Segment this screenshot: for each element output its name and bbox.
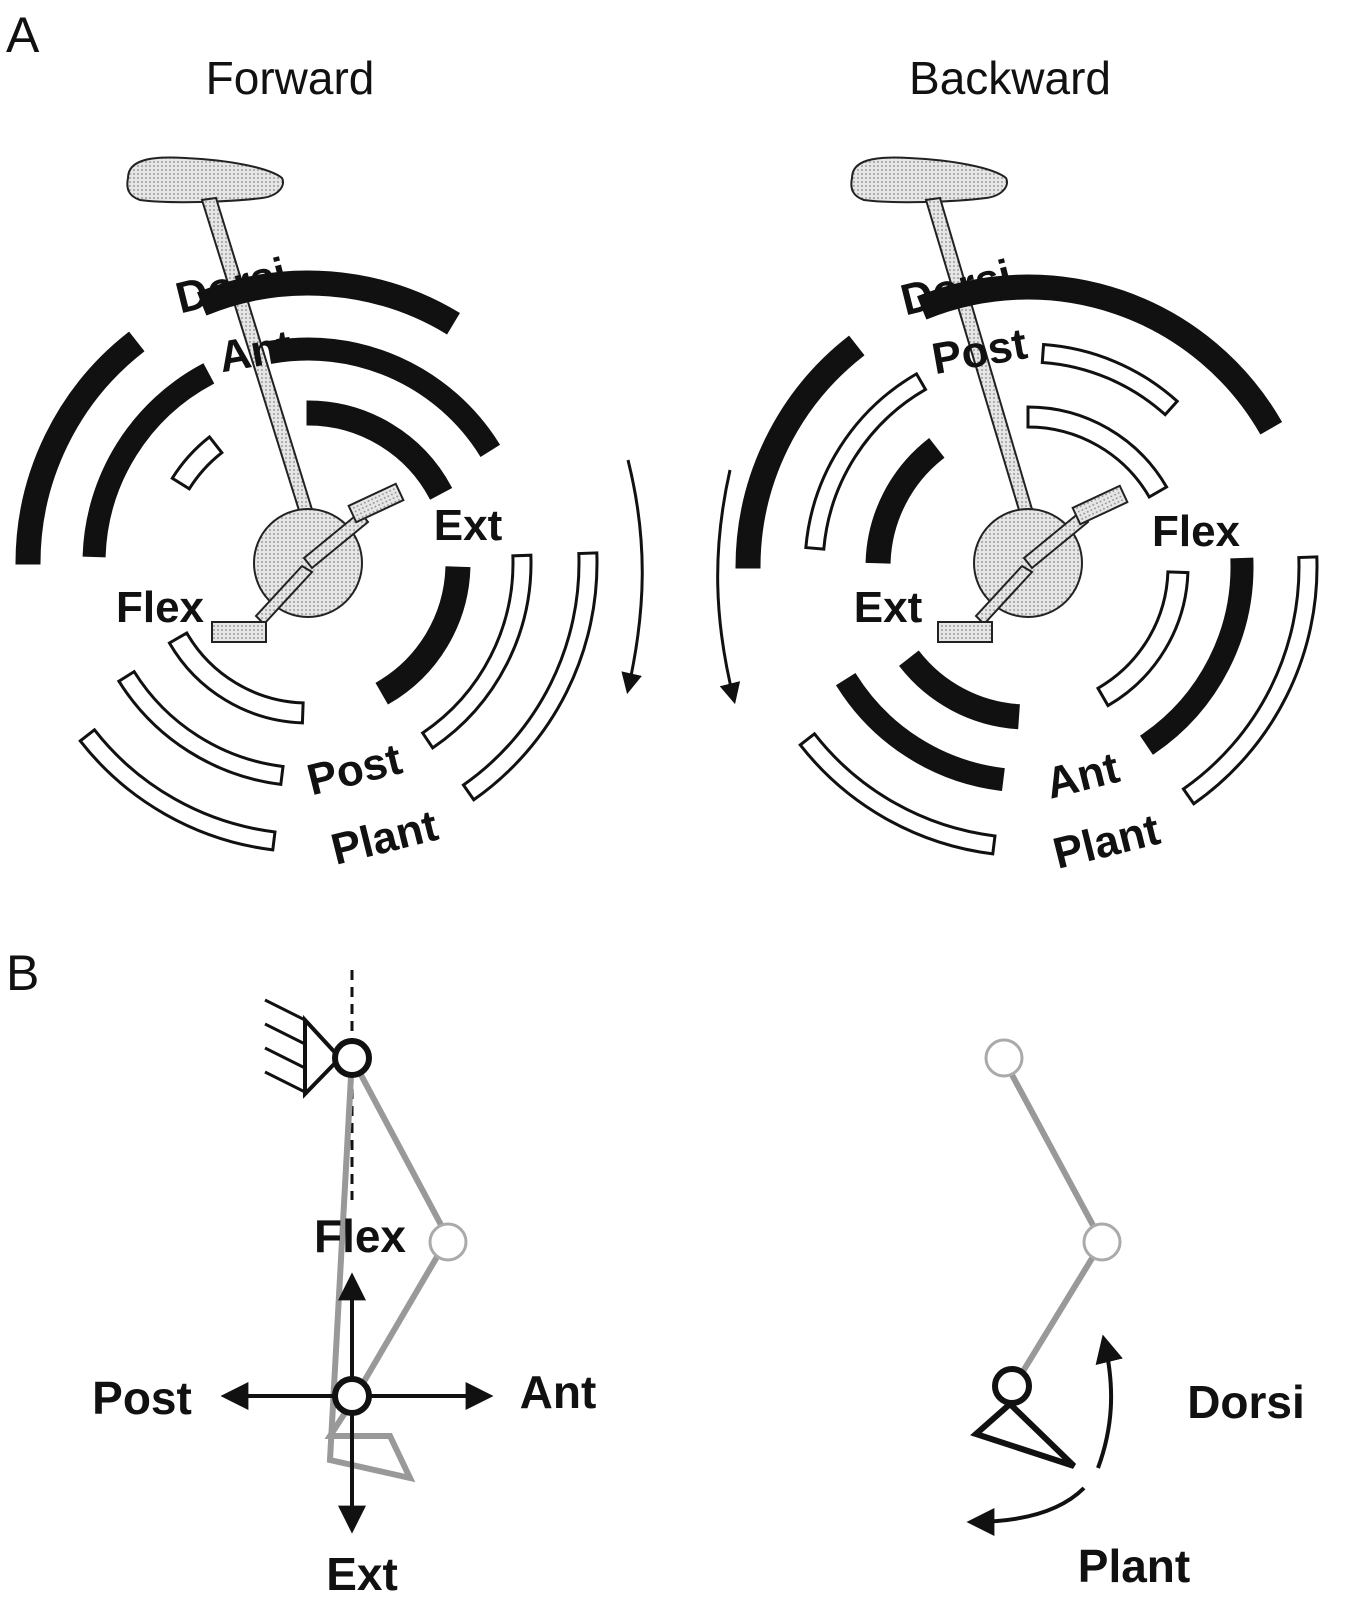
- hip-diagram: Flex Ext Post Ant: [92, 970, 596, 1600]
- backward-label-post: Post: [928, 319, 1031, 384]
- forward-band-post-right: [420, 553, 533, 750]
- ankle-knee-joint: [1082, 1222, 1122, 1262]
- backward-label-ant: Ant: [1041, 743, 1124, 808]
- hip-knee-joint: [428, 1222, 468, 1262]
- forward-label-ext: Ext: [434, 501, 503, 550]
- forward-band-plant-bottom: [78, 727, 277, 852]
- forward-band-post-bottom: [116, 669, 285, 787]
- forward-title: Forward: [206, 52, 375, 104]
- backward-band-plant-bottom: [798, 731, 997, 856]
- forward-pedal-front: [347, 482, 405, 524]
- forward-label-plant: Plant: [326, 801, 443, 875]
- forward-band-dorsi: [197, 270, 460, 335]
- backward-pedal-front: [1071, 484, 1129, 526]
- forward-band-dorsi-left: [15, 331, 145, 565]
- hip-joint: [332, 1038, 372, 1078]
- backward-label-plant: Plant: [1048, 805, 1165, 879]
- backward-band-dorsi: [917, 274, 1283, 435]
- backward-band-ext-bottom: [899, 650, 1020, 730]
- forward-band-plant-right: [461, 551, 599, 802]
- forward-label-flex: Flex: [116, 583, 205, 632]
- backward-seat: [850, 156, 1008, 204]
- hip-label-post: Post: [92, 1372, 192, 1424]
- backward-band-post-top: [1040, 342, 1180, 417]
- forward-label-post: Post: [302, 735, 407, 806]
- forward-label-dorsi: Dorsi: [171, 249, 292, 324]
- arrow-plant: [966, 1486, 1086, 1536]
- panel-a-letter: A: [6, 7, 40, 63]
- ankle-leg-shadow: [1001, 1058, 1106, 1388]
- backward-label-dorsi: Dorsi: [896, 251, 1017, 326]
- hip-label-flex: Flex: [314, 1210, 406, 1262]
- backward-diagram: Backward Dorsi Post Flex Ext Ant Plant: [716, 52, 1319, 879]
- arrow-dorsi: [1095, 1334, 1123, 1469]
- ankle-joint: [992, 1366, 1032, 1406]
- ankle-hip-joint: [984, 1038, 1024, 1078]
- forward-label-ant: Ant: [215, 321, 296, 382]
- ankle-label-dorsi: Dorsi: [1187, 1376, 1305, 1428]
- backward-title: Backward: [909, 52, 1111, 104]
- backward-band-ext-left: [865, 438, 945, 564]
- forward-band-flex-bottom: [167, 630, 305, 725]
- hip-mount-icon: [264, 998, 343, 1099]
- foot-triangle-icon: [970, 1399, 1077, 1469]
- foot-joint: [332, 1376, 372, 1416]
- backward-label-flex: Flex: [1152, 507, 1241, 556]
- backward-rotation-arrow: [716, 469, 741, 705]
- backward-band-plant-right: [1181, 555, 1319, 806]
- forward-band-ant: [267, 337, 501, 457]
- backward-band-flex-top: [1026, 405, 1169, 500]
- backward-band-dorsi-left: [735, 335, 865, 569]
- backward-band-ant-right: [1139, 557, 1254, 755]
- backward-band-flex-right: [1095, 570, 1190, 708]
- forward-pedal-rear: [211, 621, 267, 643]
- backward-pedal-rear: [937, 621, 993, 643]
- forward-band-ext-right: [375, 566, 471, 705]
- forward-diagram: Forward Dorsi Ant Ext Flex Post: [15, 52, 644, 875]
- forward-rotation-arrow: [621, 459, 644, 695]
- panel-b-letter: B: [6, 945, 39, 1001]
- hip-leg-shadow: [324, 1047, 452, 1483]
- forward-band-ant-left: [82, 363, 215, 558]
- ankle-label-plant: Plant: [1078, 1540, 1190, 1592]
- forward-band-ext-top: [306, 400, 453, 500]
- forward-band-flex-top: [170, 434, 224, 491]
- hip-label-ext: Ext: [326, 1548, 398, 1600]
- ankle-diagram: Dorsi Plant: [966, 1038, 1305, 1592]
- forward-seat: [126, 156, 284, 204]
- backward-label-ext: Ext: [854, 583, 923, 632]
- backward-band-post-left: [804, 371, 928, 551]
- hip-label-ant: Ant: [520, 1366, 597, 1418]
- backward-band-ant-bottom: [835, 673, 1005, 792]
